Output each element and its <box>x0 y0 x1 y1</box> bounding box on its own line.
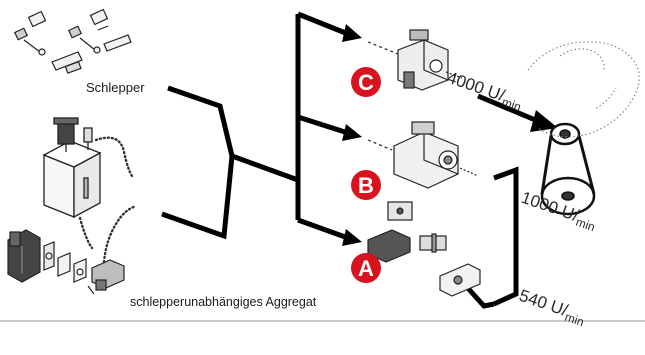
arrow-c <box>342 24 362 42</box>
badge-a-letter: A <box>358 256 374 281</box>
label-schlepper: Schlepper <box>86 80 145 95</box>
rpm-540-value: 540 U/ <box>517 286 571 320</box>
badge-a: A <box>351 253 381 283</box>
arrow-a <box>342 229 362 246</box>
hydraulic-fittings-icon <box>13 8 132 74</box>
rpm-540: 540 U/min <box>516 286 589 329</box>
label-aggregat: schlepperunabhängiges Aggregat <box>130 295 317 309</box>
hose-line <box>94 136 134 178</box>
pto-gearbox-icon <box>367 121 479 189</box>
pressure-hose <box>102 204 138 264</box>
rpm-540-unit: min <box>563 310 586 330</box>
direct-pump-icon <box>367 201 481 297</box>
high-speed-pump-icon <box>367 29 463 91</box>
gear-pump-icon <box>7 229 125 295</box>
rpm-4000: 4000 U/min <box>444 68 526 114</box>
output-arrow <box>477 93 558 132</box>
badge-b: B <box>351 170 381 200</box>
branch-arrows <box>342 24 362 246</box>
belt-drive-icon <box>540 122 596 216</box>
connector-lines <box>161 11 519 309</box>
badge-c-letter: C <box>358 70 374 95</box>
rpm-1000-unit: min <box>574 215 597 235</box>
hydraulic-tank-icon <box>42 117 102 219</box>
suction-hose <box>78 216 94 250</box>
badge-b-letter: B <box>358 173 374 198</box>
rpm-4000-value: 4000 U/ <box>445 68 508 105</box>
arrow-b <box>342 124 362 141</box>
implement-sketch <box>527 41 640 138</box>
badge-c: C <box>351 67 381 97</box>
rpm-4000-unit: min <box>500 95 523 115</box>
